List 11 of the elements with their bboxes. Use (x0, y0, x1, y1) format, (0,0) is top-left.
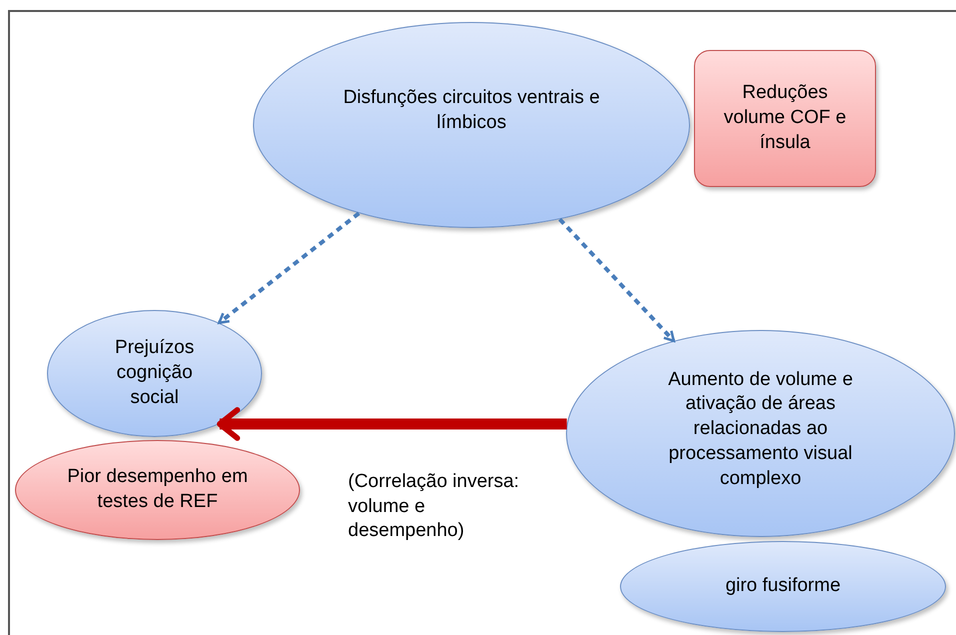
node-text: Disfunções circuitos ventrais e límbicos (342, 86, 601, 135)
node-text: Prejuízos cognição social (114, 336, 196, 410)
arrow (218, 212, 360, 324)
arrow (558, 218, 676, 342)
node-text: giro fusiforme (725, 574, 841, 598)
rounded-box (694, 50, 876, 187)
arrow (216, 407, 567, 441)
edge-label: (Correlação inversa: volume e desempenho) (348, 470, 520, 544)
node-text: Reduções volume COF e ínsula (722, 81, 848, 155)
node-text: Pior desempenho em testes de REF (66, 465, 249, 514)
node-text: Aumento de volume e ativação de áreas relacionadas ao processamento visual complexo (667, 368, 854, 491)
